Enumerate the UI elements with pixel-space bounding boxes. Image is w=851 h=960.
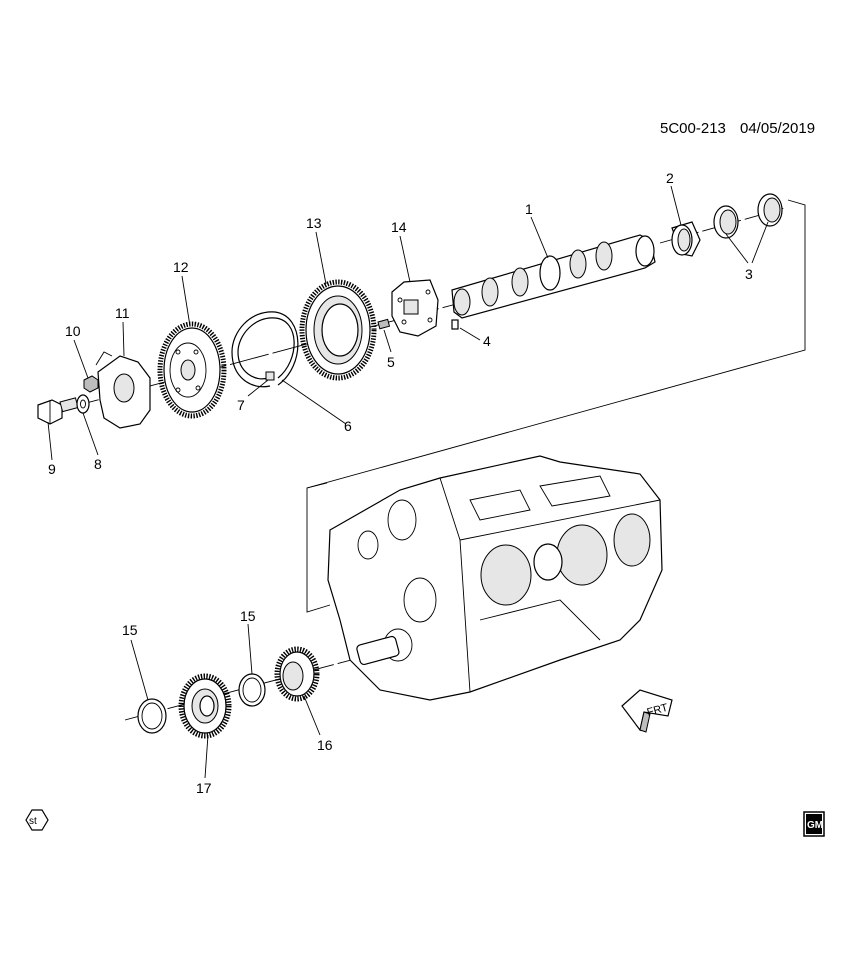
part-2-cam-bearing <box>671 221 701 257</box>
part-6-retaining-ring <box>231 311 299 388</box>
part-9-bolt <box>37 397 79 425</box>
front-arrow-label: FRT <box>646 702 670 719</box>
callout-8: 8 <box>94 456 102 472</box>
callout-17: 17 <box>196 780 212 796</box>
part-17-crank-sprocket <box>178 673 232 739</box>
callout-5: 5 <box>387 354 395 370</box>
part-4-key <box>451 319 459 330</box>
part-13-reluctor-wheel <box>299 279 377 381</box>
gm-logo: GM <box>803 811 825 837</box>
part-15-ring-right <box>238 673 266 707</box>
callout-11: 11 <box>115 305 130 321</box>
part-5-dowel-pin <box>377 318 391 330</box>
callout-7: 7 <box>237 397 245 413</box>
group-boundary-line <box>306 199 806 613</box>
part-11-retainer-plate <box>95 351 151 429</box>
part-8-washer <box>76 394 90 414</box>
callout-2: 2 <box>666 170 674 186</box>
callout-leader-lines <box>47 185 769 779</box>
callout-4: 4 <box>483 333 491 349</box>
st-badge-label: st <box>29 816 37 827</box>
callout-15-right: 15 <box>240 608 256 624</box>
part-14-thrust-plate <box>391 279 439 337</box>
callout-10: 10 <box>65 323 81 339</box>
callout-15-left: 15 <box>122 622 138 638</box>
callout-3: 3 <box>745 266 753 282</box>
st-badge: st <box>25 809 49 831</box>
part-12-cam-sprocket <box>157 321 227 419</box>
reference-code: 5C00-213 <box>660 120 726 137</box>
callout-6: 6 <box>344 418 352 434</box>
callout-labels: 1 2 3 4 5 6 7 8 9 10 11 12 13 14 15 15 1… <box>48 170 753 796</box>
part-15-ring-left <box>137 698 167 734</box>
reference-date: 04/05/2019 <box>740 120 815 137</box>
part-3-cam-bearings <box>713 193 783 239</box>
callout-9: 9 <box>48 461 56 477</box>
callout-12: 12 <box>173 259 189 275</box>
engine-block <box>327 455 663 701</box>
gm-logo-text: GM <box>807 820 823 831</box>
front-direction-arrow: FRT <box>621 689 673 733</box>
callout-16: 16 <box>317 737 333 753</box>
callout-14: 14 <box>391 219 407 235</box>
part-10-bolt <box>83 375 99 393</box>
callout-13: 13 <box>306 215 322 231</box>
part-1-camshaft <box>451 234 656 319</box>
callout-1: 1 <box>525 201 533 217</box>
part-16-crank-gear <box>274 646 320 702</box>
